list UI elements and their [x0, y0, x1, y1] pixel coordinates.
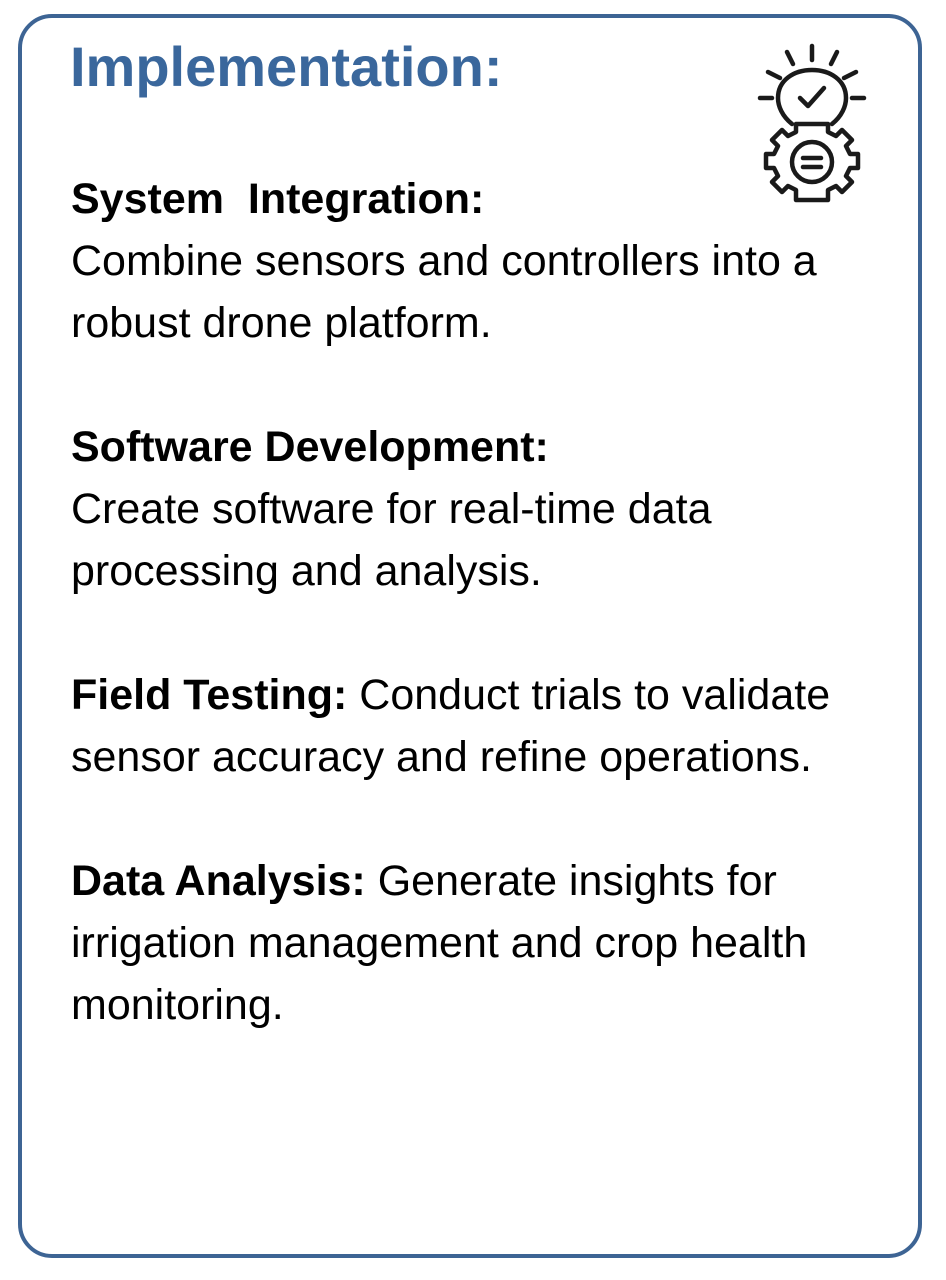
implementation-panel: [18, 14, 922, 1258]
content-area: System Integration: Combine sensors and …: [71, 168, 861, 1098]
section-field-testing: Field Testing: Conduct trials to validat…: [71, 664, 861, 788]
section-title: Data Analysis:: [71, 857, 378, 905]
section-data-analysis: Data Analysis: Generate insights for irr…: [71, 850, 861, 1036]
section-body: Generate insights for irrigation managem…: [71, 857, 808, 1029]
section-system-integration: System Integration: Combine sensors and …: [71, 168, 861, 354]
section-software-development: Software Development: Create software fo…: [71, 416, 861, 602]
section-body: Combine sensors and controllers into a r…: [71, 237, 817, 347]
section-body: Create software for real-time data proce…: [71, 485, 712, 595]
section-body: Conduct trials to validate sensor accura…: [71, 671, 831, 781]
section-title: System Integration:: [71, 175, 485, 223]
page-title: Implementation:: [70, 35, 503, 98]
lightbulb-gear-icon: [757, 43, 867, 203]
section-title: Software Development:: [71, 423, 549, 471]
section-title: Field Testing:: [71, 671, 360, 719]
